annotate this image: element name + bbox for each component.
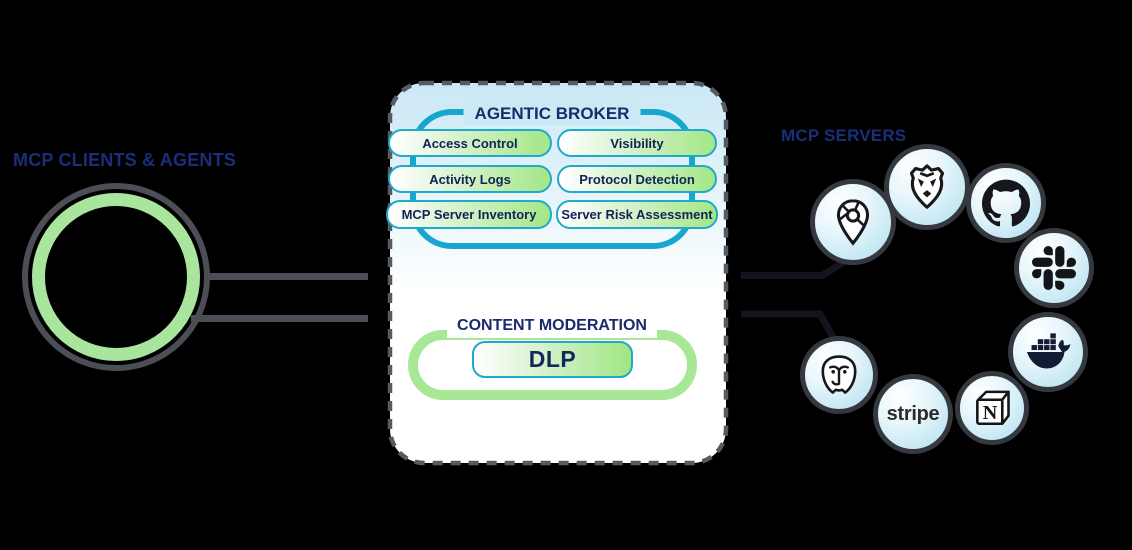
- slack-icon: [1032, 246, 1076, 290]
- docker-whale-icon: [1026, 333, 1071, 369]
- notion-cube-icon: N: [976, 390, 1010, 426]
- connector-server-bottom: [741, 310, 842, 348]
- server-docker: [1008, 312, 1088, 392]
- content-moderation-title: CONTENT MODERATION: [447, 313, 657, 338]
- broker-pill-protocol-detection: Protocol Detection: [557, 165, 717, 193]
- servers-title: MCP SERVERS: [781, 126, 907, 145]
- brave-lion-icon: [909, 164, 945, 209]
- broker-pill-access-control: Access Control: [388, 129, 552, 157]
- server-github: [966, 163, 1046, 243]
- notion-letter: N: [983, 402, 998, 424]
- agentic-broker-title: AGENTIC BROKER: [463, 103, 641, 125]
- client-hub-outer-ring: [22, 183, 210, 371]
- server-stripe: stripe: [873, 374, 953, 454]
- client-hub-green-ring: [32, 193, 200, 361]
- server-brave: [884, 144, 970, 230]
- clients-title: MCP CLIENTS & AGENTS: [13, 150, 237, 170]
- server-notion: N: [955, 371, 1029, 445]
- postgresql-elephant-icon: [821, 355, 857, 394]
- broker-pill-visibility: Visibility: [557, 129, 717, 157]
- dlp-pill: DLP: [472, 341, 633, 378]
- server-postgresql: [800, 336, 878, 414]
- broker-pill-mcp-server-inventory: MCP Server Inventory: [386, 200, 552, 229]
- server-google-maps: [810, 179, 896, 265]
- github-octocat-icon: [982, 179, 1030, 227]
- server-slack: [1014, 228, 1094, 308]
- broker-pill-server-risk-assessment: Server Risk Assessment: [556, 200, 718, 229]
- broker-pill-activity-logs: Activity Logs: [388, 165, 552, 193]
- stripe-wordmark: stripe: [886, 402, 940, 425]
- map-pin-icon: [836, 199, 870, 246]
